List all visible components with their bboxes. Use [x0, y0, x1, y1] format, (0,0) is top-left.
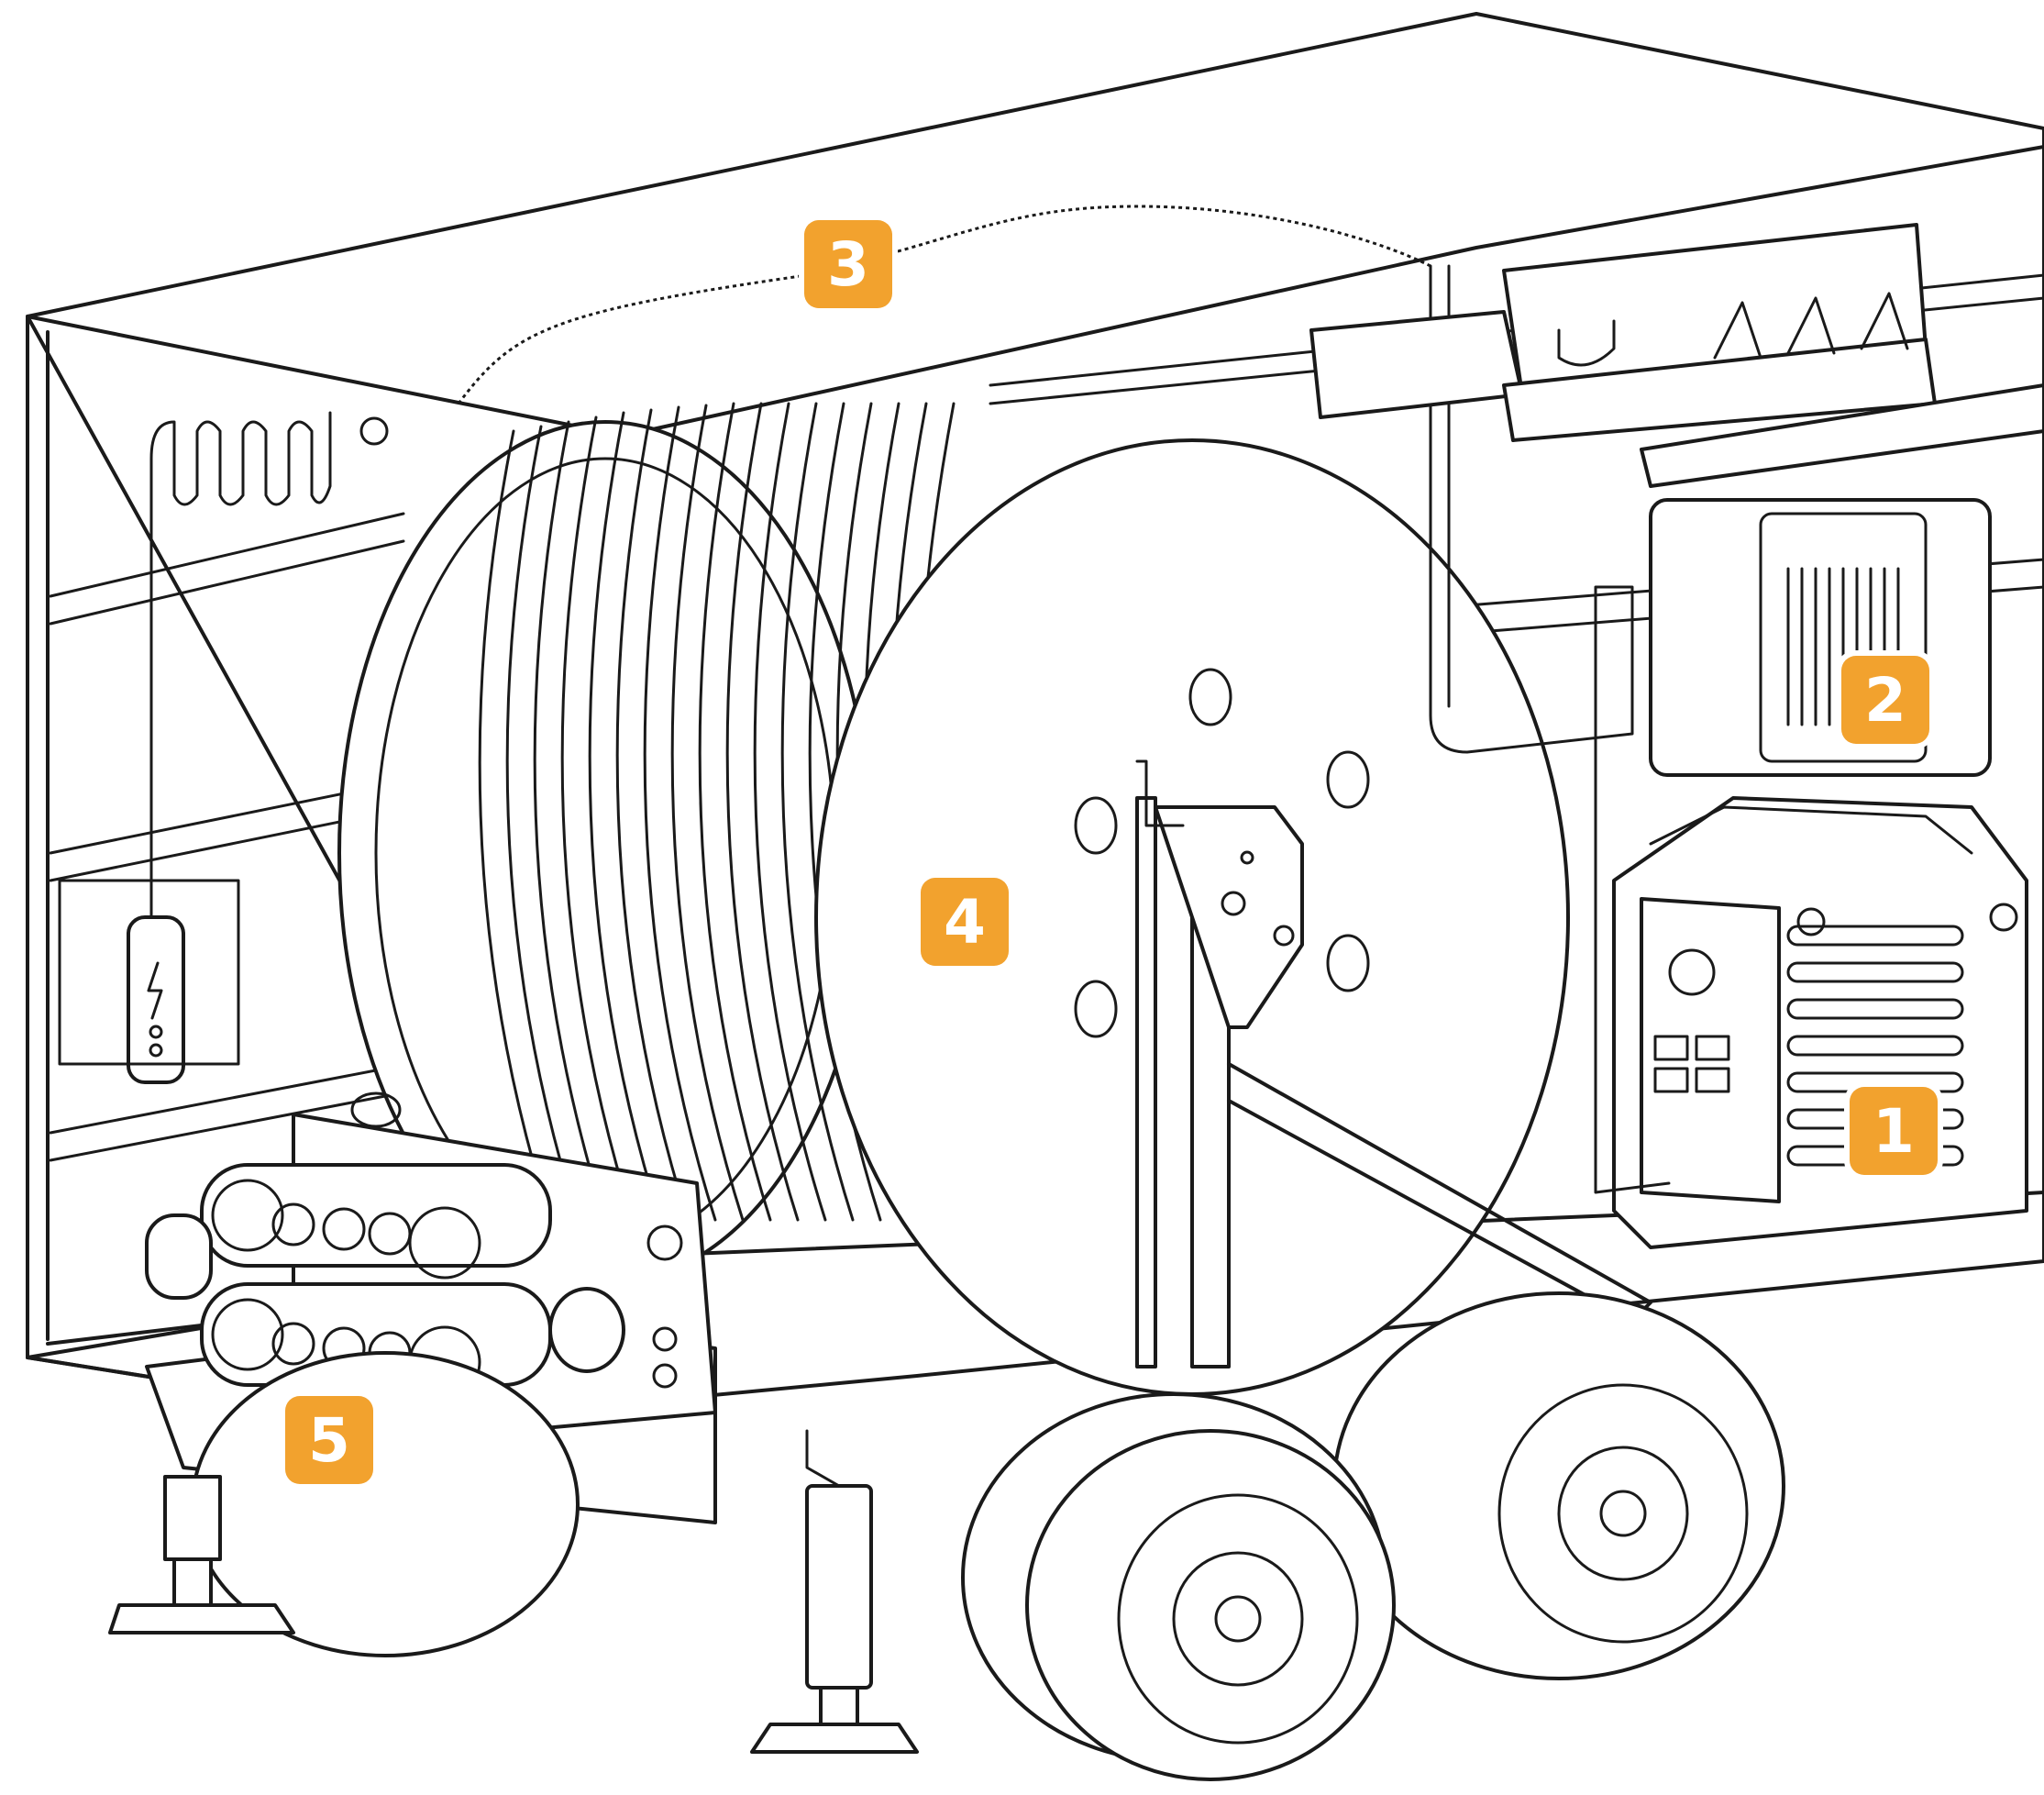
callout-2-label: 2: [1864, 664, 1906, 736]
callout-5-label: 5: [308, 1404, 350, 1476]
cable-route: [457, 205, 1431, 404]
callout-3: 3: [804, 220, 892, 308]
callout-3-label: 3: [827, 228, 869, 300]
overhead-storage: [1309, 223, 2044, 488]
generator: [1612, 796, 2028, 1249]
callout-4-label: 4: [944, 886, 986, 958]
reel-stand: [1135, 759, 1652, 1368]
callout-4: 4: [921, 878, 1009, 966]
wall-heater-and-control: [58, 411, 389, 1084]
callout-2: 2: [1841, 656, 1929, 744]
stabilizer-jacks: [108, 1429, 919, 1754]
callout-1-label: 1: [1873, 1095, 1915, 1167]
callout-5: 5: [285, 1396, 373, 1484]
trailer-wheels: [191, 1291, 1785, 1781]
hose-reel: [337, 402, 1570, 1396]
callout-1: 1: [1850, 1087, 1938, 1175]
